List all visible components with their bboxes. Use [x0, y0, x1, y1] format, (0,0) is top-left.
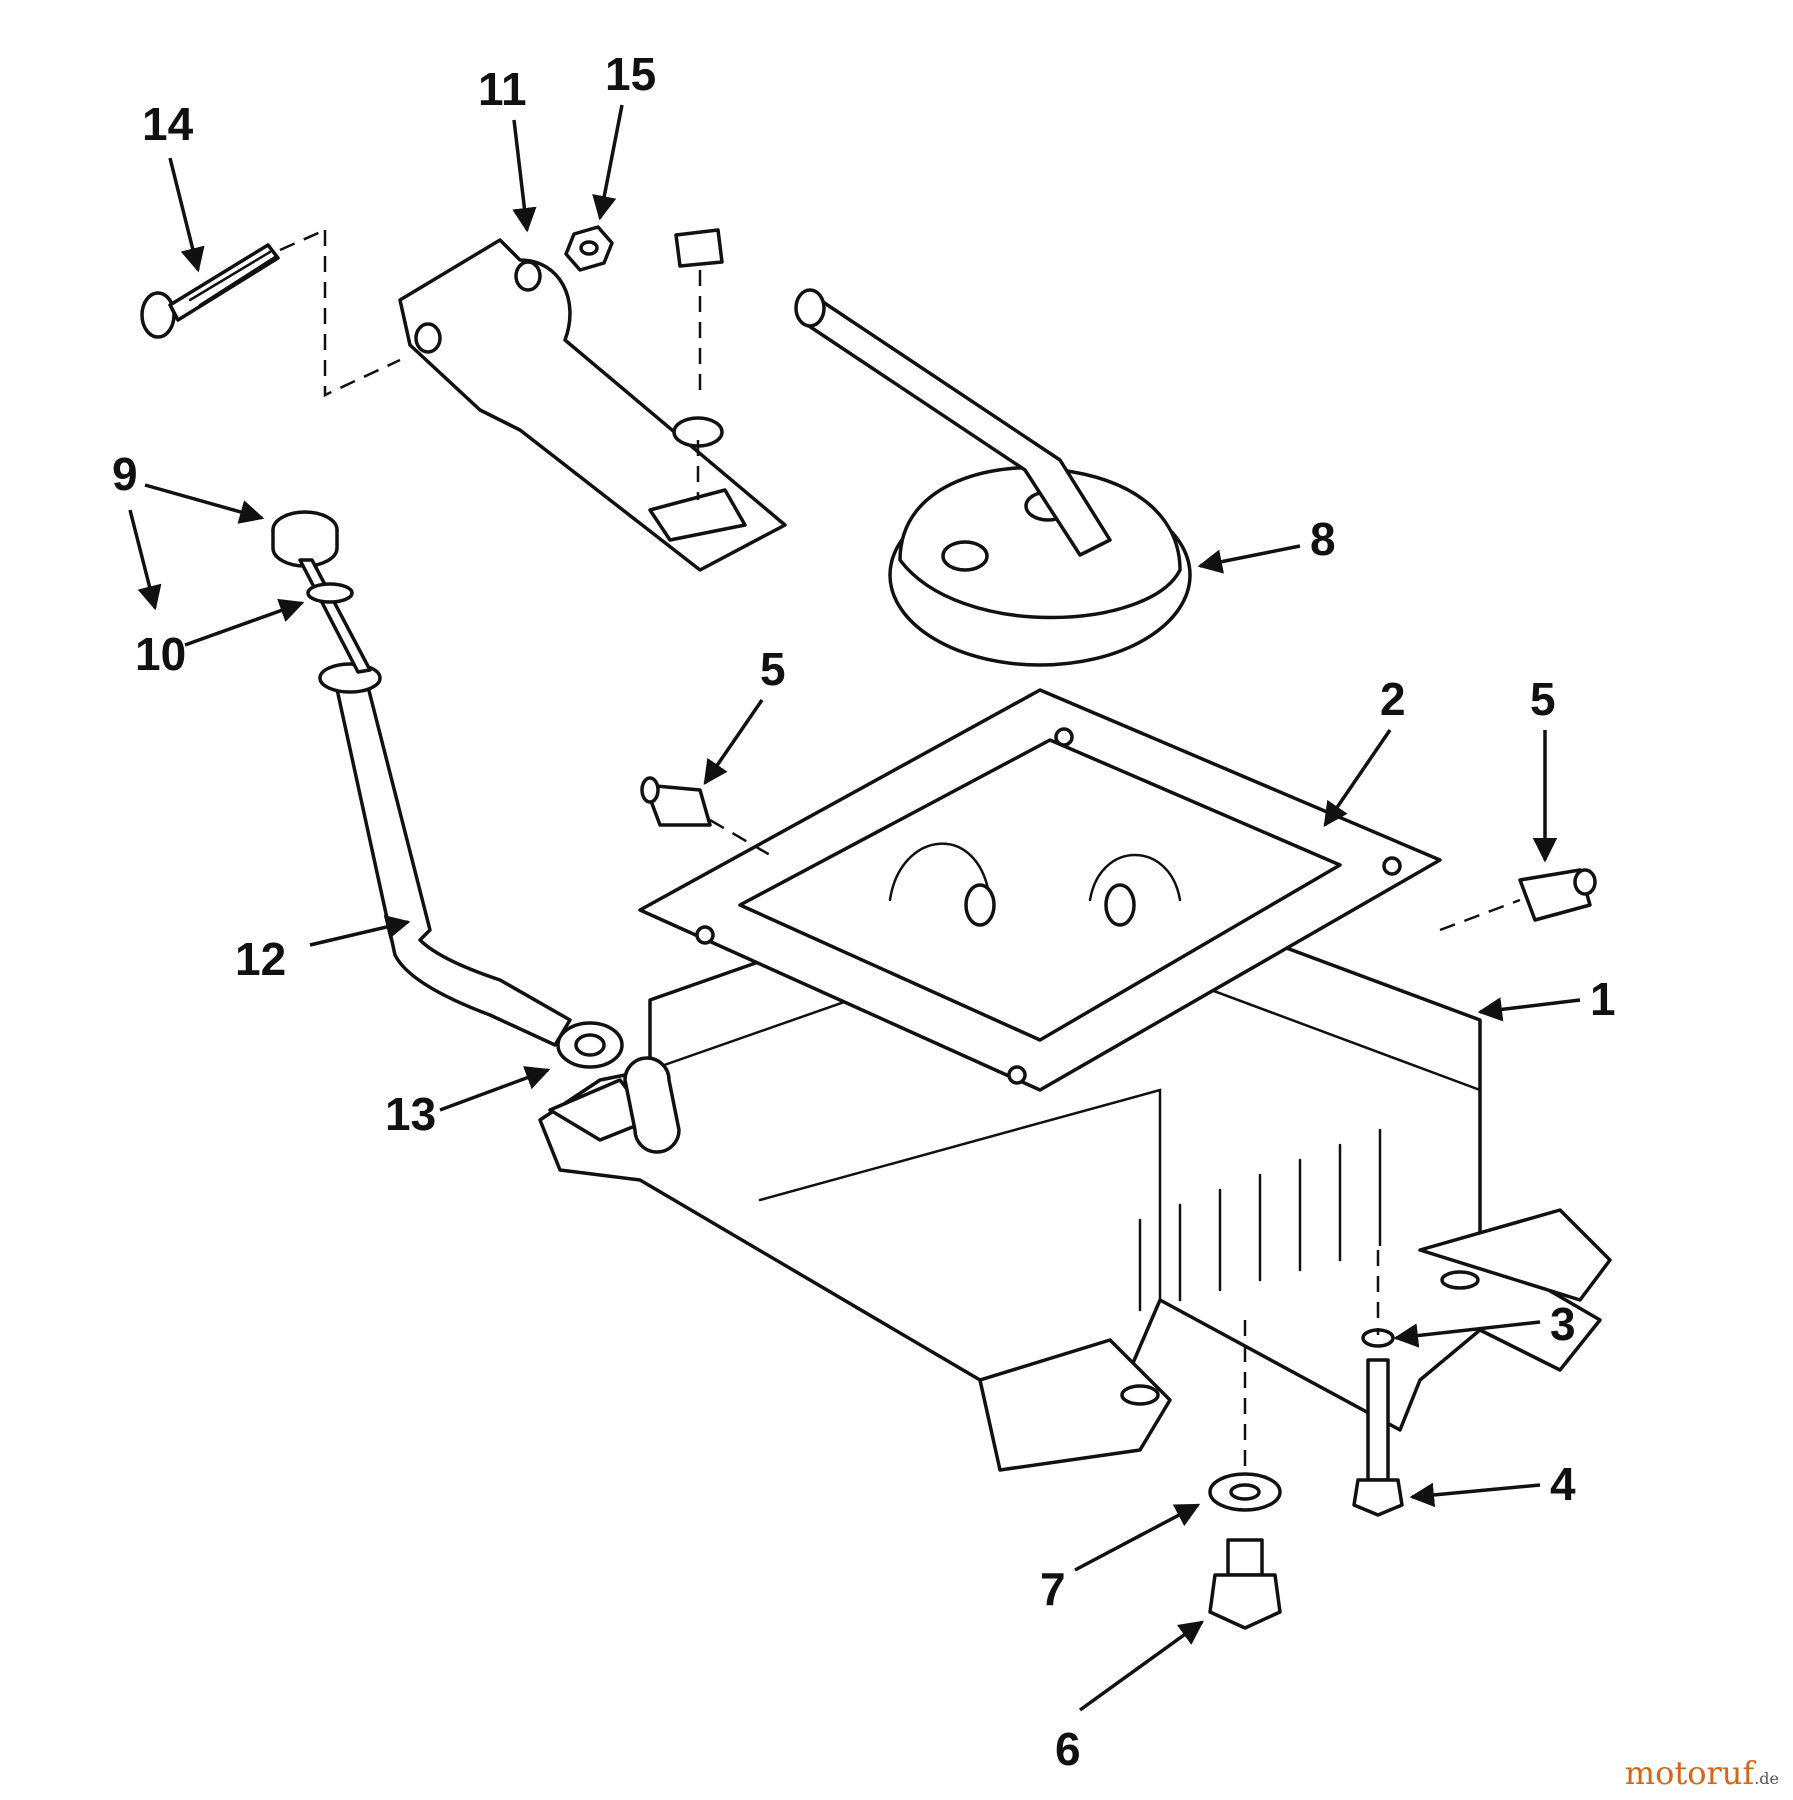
- watermark-logo: motoruf.de: [1625, 1754, 1779, 1792]
- callout-6: 6: [1055, 1723, 1081, 1775]
- o-ring: [306, 582, 354, 604]
- watermark-suffix: .de: [1754, 1769, 1779, 1788]
- plug-left: [640, 776, 771, 857]
- dipstick-tube: [318, 662, 572, 1047]
- cooling-fins: [1138, 1128, 1382, 1312]
- machine-screw: [140, 228, 326, 339]
- callout-12: 12: [235, 933, 286, 985]
- callout-labels: 1 2 3 4 5 5 6 7 8 9 10 11 12 13 14 15: [112, 48, 1616, 1775]
- callout-7: 7: [1040, 1563, 1066, 1615]
- plug-right: [1439, 868, 1597, 932]
- grommet: [556, 1021, 624, 1069]
- hex-bolt: [1352, 1250, 1404, 1517]
- crankcase-base: [538, 858, 1612, 1472]
- flat-washer: [1208, 1472, 1282, 1512]
- callout-9: 9: [112, 448, 138, 500]
- callout-2: 2: [1380, 673, 1406, 725]
- callout-1: 1: [1590, 973, 1616, 1025]
- callout-8: 8: [1310, 513, 1336, 565]
- callout-10: 10: [135, 628, 186, 680]
- leader-arrows: [128, 104, 1581, 1712]
- hex-nut: [564, 225, 614, 272]
- callout-14: 14: [142, 98, 194, 150]
- callout-5-left: 5: [760, 643, 786, 695]
- callout-3: 3: [1550, 1298, 1576, 1350]
- callout-4: 4: [1550, 1458, 1576, 1510]
- callout-5-right: 5: [1530, 673, 1556, 725]
- callout-11: 11: [478, 63, 527, 115]
- watermark-text: motoruf: [1624, 1754, 1755, 1792]
- callout-13: 13: [385, 1088, 436, 1140]
- gasket: [638, 688, 1442, 1092]
- breather-cover: [794, 288, 1192, 667]
- bracket-bolt: [672, 228, 724, 500]
- drain-plug: [1208, 1320, 1282, 1630]
- callout-15: 15: [605, 48, 656, 100]
- mounting-bracket: [323, 230, 787, 572]
